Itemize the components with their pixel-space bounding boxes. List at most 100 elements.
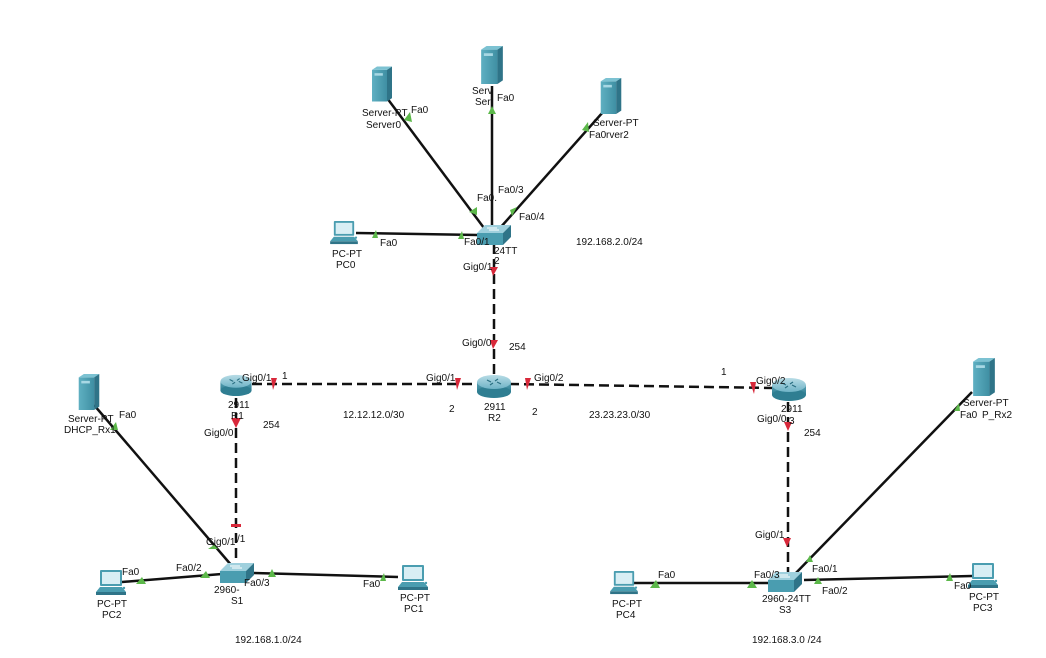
link-down-indicator — [525, 378, 531, 390]
device-pc0[interactable]: PC-PT PC0 — [330, 221, 362, 271]
device-model: Server-PT — [68, 414, 114, 425]
port-label: Fa0. — [477, 193, 497, 204]
device-model: PC-PT — [332, 249, 362, 260]
device-dhcp2[interactable]: Server-PT P_Rx2 — [963, 358, 1012, 421]
port-label: Fa0 — [363, 579, 381, 590]
ip-host-label: 1 — [282, 371, 288, 382]
device-model: Server-PT — [593, 118, 639, 129]
device-dhcp1[interactable]: Server-PT DHCP_Rx1 — [64, 374, 116, 436]
port-label: Fa0 — [380, 238, 398, 249]
network-label-12-12-12: 12.12.12.0/30 — [343, 410, 405, 421]
port-label: Fa0/4 — [519, 212, 545, 223]
device-name: DHCP_Rx1 — [64, 425, 116, 436]
device-model: 2960-24TT — [762, 594, 811, 605]
port-label: Fa0 — [954, 581, 972, 592]
port-label: /1 — [237, 534, 246, 545]
ip-host-label: 2 — [532, 407, 538, 418]
port-label: Gig0/1 — [242, 373, 272, 384]
link-dhcp1-s1[interactable] — [93, 404, 233, 567]
device-s3[interactable]: 2960-24TT S3 — [762, 572, 811, 616]
device-model: PC-PT — [400, 593, 430, 604]
link-up-indicator — [372, 230, 378, 238]
device-server2[interactable]: Server-PT rver2 — [593, 78, 639, 141]
link-indicators — [110, 106, 960, 588]
port-label: Gig0/1 — [426, 373, 456, 384]
link-up-indicator — [268, 569, 276, 577]
link-down-indicator — [271, 378, 277, 390]
link-up-indicator — [946, 573, 953, 581]
port-label: Fa0/1 — [812, 564, 838, 575]
link-up-indicator — [136, 577, 146, 584]
port-label: Fa0/3 — [244, 578, 270, 589]
pc-icon — [610, 571, 638, 595]
port-label: Fa0/3 — [498, 185, 524, 196]
port-label: Gig0/0 — [204, 428, 234, 439]
device-name: PC4 — [616, 610, 636, 621]
device-pc1[interactable]: PC-PT PC1 — [398, 565, 430, 615]
link-r2-r3[interactable] — [508, 382, 777, 390]
device-name: 2 — [494, 256, 500, 267]
port-labels: Fa0 Fa0. Fa0 Fa0/3 Fa0 Fa0/4 Fa0 Fa0/1 G… — [119, 93, 978, 597]
link-s1-pc1[interactable] — [253, 571, 399, 579]
device-model: 2911 — [781, 404, 803, 415]
device-server0[interactable]: Server-PT Server0 — [362, 66, 408, 132]
device-name: PC2 — [102, 610, 122, 621]
port-label: Fa0 — [119, 410, 137, 421]
link-up-indicator — [954, 403, 960, 411]
ip-host-label: 254 — [509, 342, 526, 353]
router-icon — [477, 374, 511, 398]
device-pc2[interactable]: PC-PT PC2 — [96, 570, 127, 621]
link-dhcp2-s3[interactable] — [792, 391, 973, 577]
device-name: S1 — [231, 596, 244, 607]
link-up-indicator — [488, 106, 496, 114]
link-up-indicator — [650, 580, 660, 588]
device-pc3[interactable]: PC-PT PC3 — [968, 563, 999, 614]
link-up-indicator — [510, 207, 517, 216]
ip-host-labels: 254 1 2 2 1 254 254 — [263, 342, 821, 439]
device-name: PC0 — [336, 260, 356, 271]
link-down-indicator — [750, 382, 756, 394]
link-server2-s2[interactable] — [499, 111, 604, 229]
link-up-indicator — [582, 122, 589, 132]
port-label: Gig0/0 — [757, 414, 787, 425]
network-labels: 192.168.2.0/24 12.12.12.0/30 23.23.23.0/… — [235, 237, 822, 646]
port-label: Fa0/2 — [822, 586, 848, 597]
device-s2[interactable]: 24TT 2 — [477, 225, 517, 267]
port-label: Fa0/2 — [176, 563, 202, 574]
port-label: Fa0 — [960, 410, 978, 421]
device-model: Server-PT — [963, 398, 1009, 409]
device-name: PC1 — [404, 604, 424, 615]
device-name: PC3 — [973, 603, 993, 614]
device-r2[interactable]: 2911 R2 — [477, 374, 511, 424]
link-up-indicator — [814, 577, 822, 584]
device-name: 3 — [789, 416, 795, 427]
network-label-192-168-3: 192.168.3.0 /24 — [752, 635, 822, 646]
link-down-indicator — [231, 418, 241, 428]
link-s3-pc3[interactable] — [803, 574, 973, 582]
port-label: Gig0/2 — [534, 373, 564, 384]
server-icon — [973, 358, 995, 396]
link-up-indicator — [380, 573, 386, 581]
network-label-23-23-23: 23.23.23.0/30 — [589, 410, 651, 421]
port-label: Fa0 — [658, 570, 676, 581]
link-up-indicator — [806, 555, 813, 562]
link-server0-s2[interactable] — [385, 97, 486, 229]
ip-host-label: 2 — [449, 404, 455, 415]
device-server1[interactable]: Serv Ser — [472, 46, 503, 108]
pc-icon — [398, 565, 428, 590]
device-pc4[interactable]: PC-PT PC4 — [610, 571, 642, 621]
port-label: Fa0 — [497, 93, 515, 104]
port-label: Fa0 — [411, 105, 429, 116]
link-down-indicator — [490, 267, 498, 276]
port-label: Gig0/2 — [756, 376, 786, 387]
device-s1[interactable]: 2960- S1 — [214, 563, 255, 607]
port-label: Gig0/0 — [462, 338, 492, 349]
port-label: Fa0/3 — [754, 570, 780, 581]
device-model: 2911 — [228, 400, 250, 411]
link-down-indicator — [455, 378, 461, 390]
device-name: S3 — [779, 605, 792, 616]
device-model: PC-PT — [969, 592, 999, 603]
device-r3[interactable]: 2911 3 — [772, 377, 806, 427]
device-r1[interactable]: 2911 R1 — [220, 374, 252, 422]
